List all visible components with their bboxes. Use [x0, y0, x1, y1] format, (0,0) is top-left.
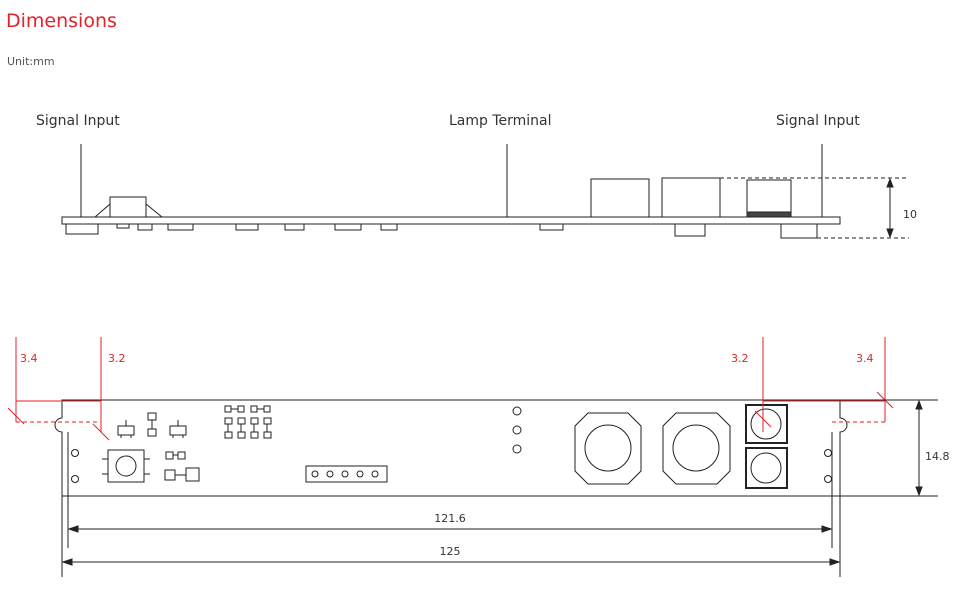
label-signal-input-right: Signal Input	[776, 113, 860, 129]
pcb-side	[61, 216, 841, 225]
lamp-hole-1	[512, 406, 522, 416]
pin-1	[311, 470, 319, 478]
connector-bottom-mid	[674, 223, 706, 237]
smd-side-5	[284, 223, 305, 231]
arrow-down	[886, 228, 894, 239]
mount-hole-2	[71, 475, 79, 483]
hole-dimensions: 3.4 3.2 3.2 3.4	[7, 337, 894, 441]
smd-side-3	[167, 223, 194, 231]
top-view	[54, 399, 848, 497]
pcb-outline	[54, 399, 848, 497]
dim-height-label: 10	[903, 208, 917, 221]
pin-3	[341, 470, 349, 478]
smd-side-1	[116, 223, 130, 229]
dim-width-outer: 125	[440, 545, 461, 558]
inductor-side-2	[661, 177, 721, 218]
pin-2	[326, 470, 334, 478]
resistor-v1	[147, 412, 157, 437]
page-title: Dimensions	[6, 10, 117, 32]
transistor-1	[117, 420, 135, 438]
switch-cap	[109, 196, 147, 218]
lamp-hole-2	[512, 425, 522, 435]
label-signal-input-left: Signal Input	[36, 113, 120, 129]
pin-header	[305, 465, 388, 483]
unit-label: Unit:mm	[7, 55, 55, 68]
smd-side-7	[380, 223, 398, 231]
smd-side-8	[539, 223, 564, 231]
lamp-hole-3	[512, 444, 522, 454]
dim-hole-left-a: 3.4	[20, 352, 38, 365]
inductor-top-2	[662, 412, 731, 485]
switch-body	[94, 196, 163, 218]
connector-left-bottom	[65, 223, 99, 235]
capacitor-top-2	[745, 447, 788, 489]
capacitor-base	[746, 211, 792, 218]
inductor-side-1	[590, 178, 650, 218]
mount-hole-4	[824, 475, 832, 483]
transistor-2	[169, 420, 187, 438]
capacitor-side	[746, 179, 792, 216]
dim-hole-left-b: 3.2	[108, 352, 126, 365]
arrow-up	[886, 177, 894, 188]
smd-side-2	[137, 223, 153, 231]
dim-width-inner: 121.6	[434, 512, 466, 525]
dim-height-top: 14.8	[925, 450, 950, 463]
mount-hole-1	[71, 449, 79, 457]
capacitor-top-1	[745, 404, 788, 444]
dim-hole-right-a: 3.2	[731, 352, 749, 365]
side-view: Signal Input Lamp Terminal Signal Input …	[36, 113, 917, 239]
smd-side-6	[334, 223, 362, 231]
label-lamp-terminal: Lamp Terminal	[449, 113, 552, 129]
mount-hole-3	[824, 449, 832, 457]
smd-side-4	[235, 223, 259, 231]
pin-5	[371, 470, 379, 478]
pads-mid	[164, 451, 200, 482]
pin-4	[356, 470, 364, 478]
inductor-top-1	[574, 412, 642, 485]
dim-hole-right-b: 3.4	[856, 352, 874, 365]
main-dimensions: 121.6 125 14.8	[61, 399, 950, 577]
switch-top	[102, 449, 150, 483]
smd-array	[224, 405, 272, 439]
connector-right-bottom	[780, 223, 818, 239]
